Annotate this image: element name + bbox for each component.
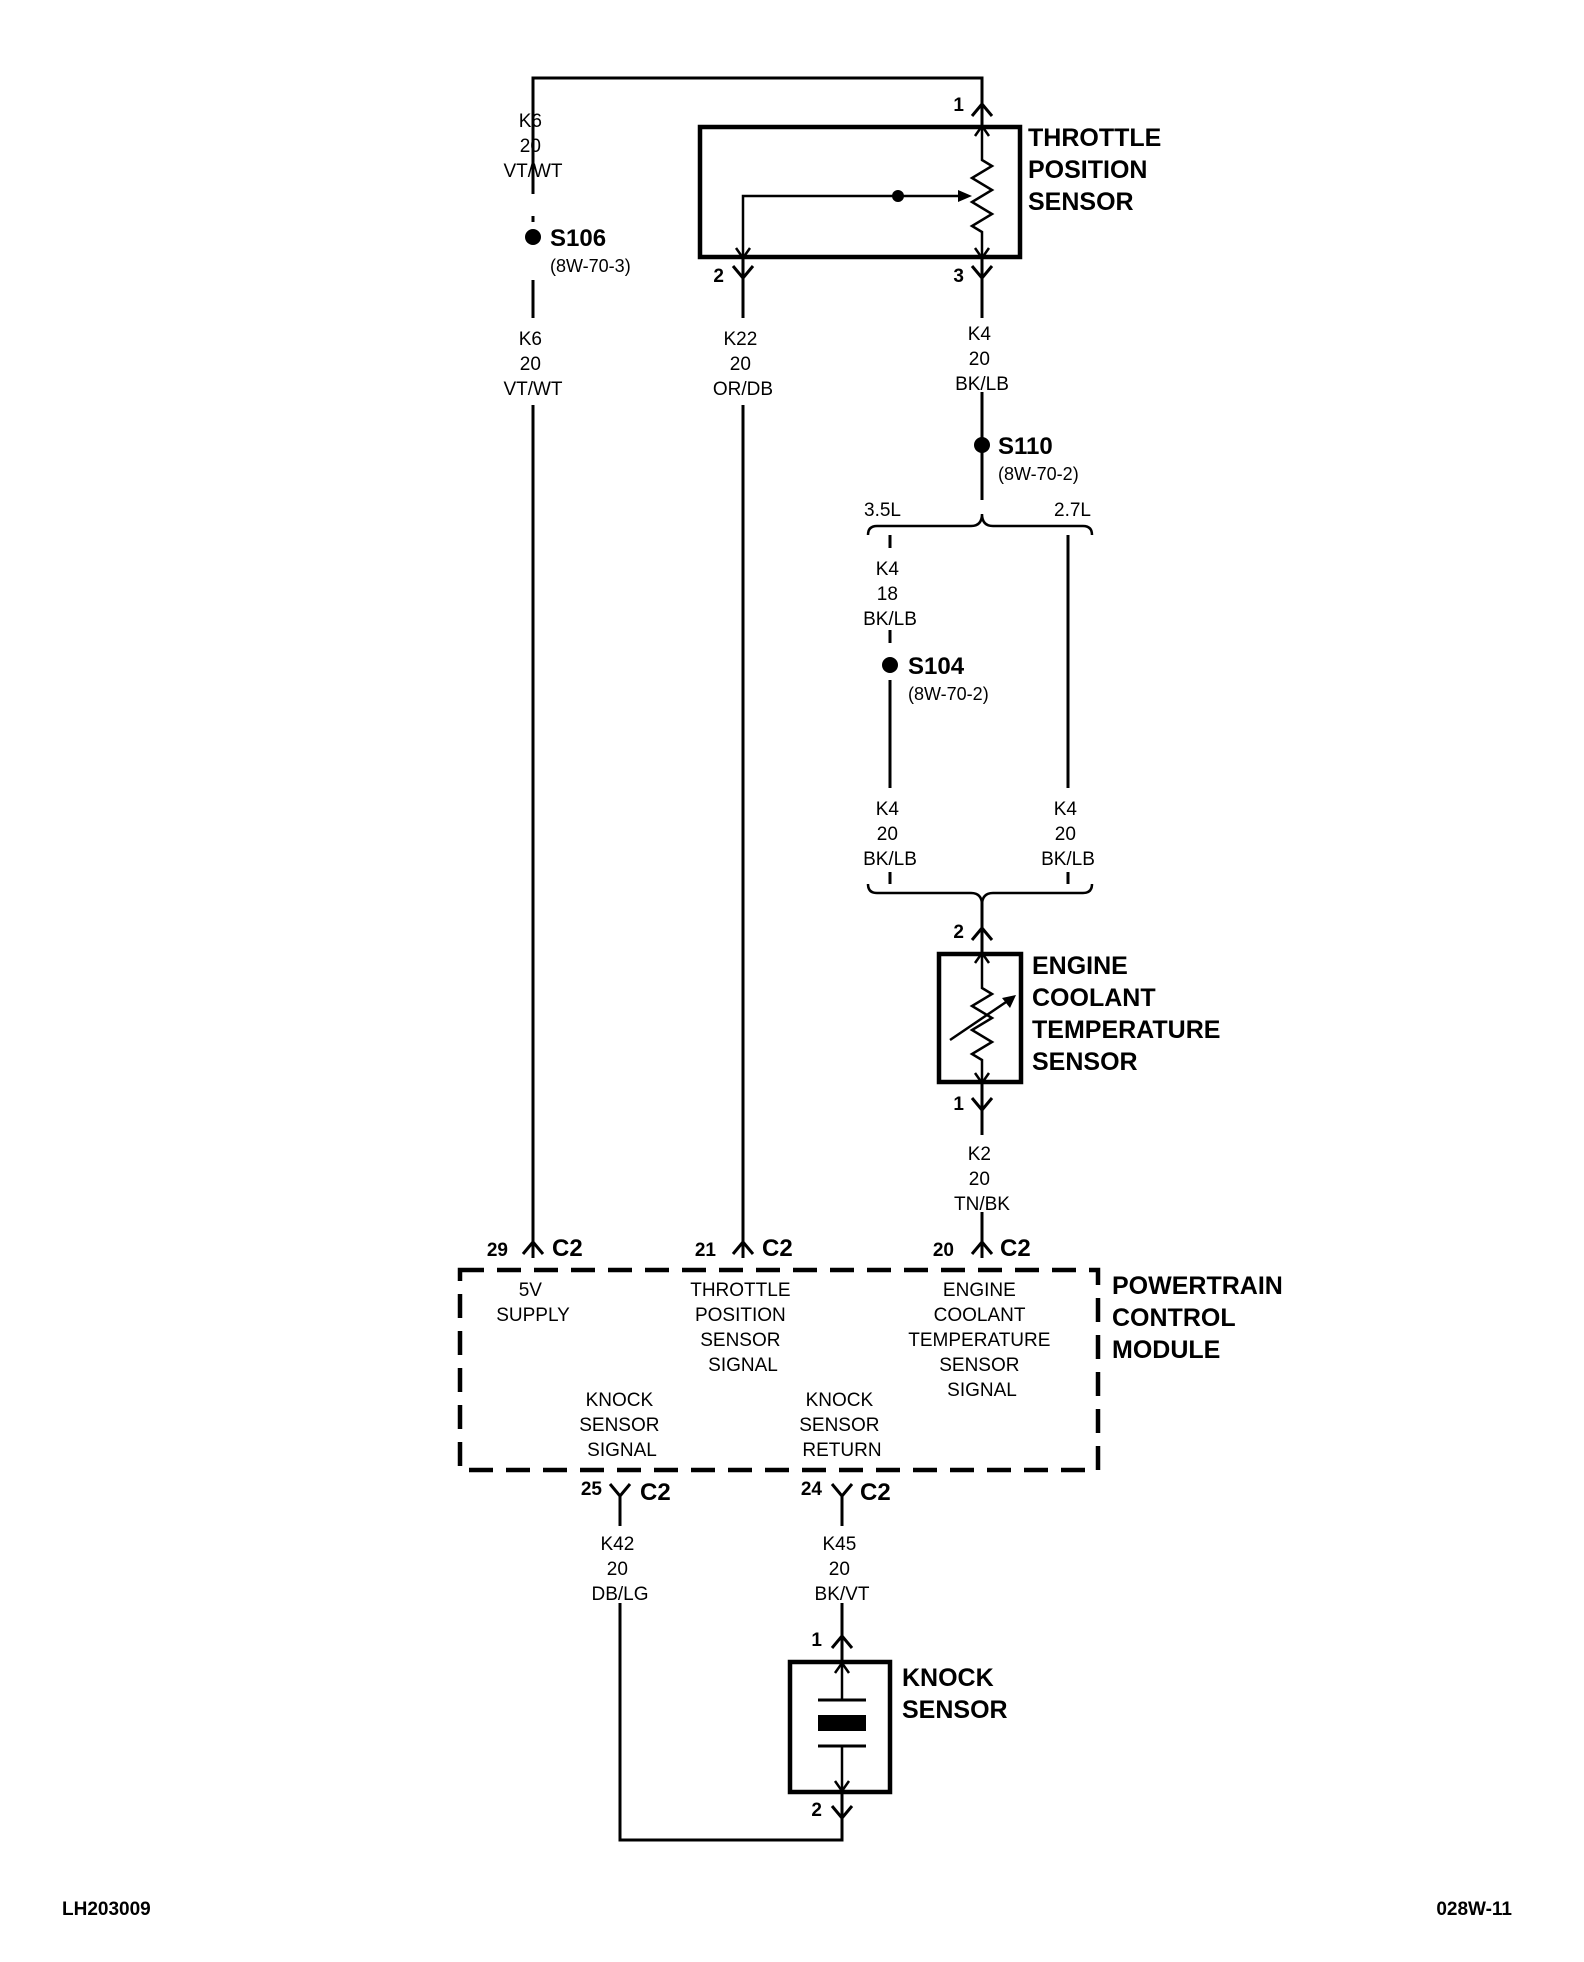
wire-label-k4-left: K4 20 BK/LB xyxy=(863,799,917,870)
ect-variable-arrowhead xyxy=(1002,995,1016,1008)
pcm-circuit-ect-signal: ENGINE COOLANT TEMPERATURE SENSOR SIGNAL xyxy=(908,1280,1055,1401)
tps-wiper-arrowhead xyxy=(958,190,972,202)
ect-pin-1-label: 1 xyxy=(953,1094,964,1115)
splice-s104-ref: (8W-70-2) xyxy=(908,684,989,704)
tps-resistor xyxy=(969,128,995,256)
splice-s106-dot xyxy=(525,229,541,245)
wire-k6-top-loop xyxy=(531,76,984,194)
splice-s110-dot xyxy=(974,437,990,453)
pcm-circuit-5v-supply: 5V SUPPLY xyxy=(496,1280,570,1326)
wire-label-k45: K45 20 BK/VT xyxy=(815,1534,870,1605)
powertrain-control-module xyxy=(457,1239,1101,1504)
tps-wiper-dot xyxy=(892,190,904,202)
ect-thermistor-arrow-top xyxy=(973,950,991,964)
ks-pin-2-label: 2 xyxy=(811,1800,822,1821)
pcm-pin-20-label: 20 xyxy=(933,1240,954,1261)
ect-variable-arrow-line xyxy=(949,996,1013,1042)
footer-left-code: LH203009 xyxy=(62,1899,151,1920)
ect-name: ENGINE COOLANT TEMPERATURE SENSOR xyxy=(1032,952,1227,1076)
splice-s110-name: S110 xyxy=(998,433,1053,460)
pcm-pin-25-terminal xyxy=(608,1483,632,1499)
throttle-position-sensor xyxy=(697,101,1023,281)
pcm-connector-20: C2 xyxy=(1000,1235,1031,1262)
tps-box xyxy=(697,124,1023,260)
pcm-circuit-tps-signal: THROTTLE POSITION SENSOR SIGNAL xyxy=(690,1280,796,1376)
ks-name: KNOCK SENSOR xyxy=(902,1664,1008,1724)
tps-pin-3-label: 3 xyxy=(953,266,964,287)
pcm-connector-24: C2 xyxy=(860,1479,891,1506)
splice-s104-dot xyxy=(882,657,898,673)
branch-label-35l: 3.5L xyxy=(864,500,901,521)
wire-label-k6-upper: K6 20 VT/WT xyxy=(503,111,562,182)
pcm-pin-29-label: 29 xyxy=(487,1240,508,1261)
ks-pin-1-label: 1 xyxy=(811,1630,822,1651)
splice-s106-ref: (8W-70-3) xyxy=(550,256,631,276)
pcm-pin-24-label: 24 xyxy=(801,1479,823,1500)
pcm-connector-25: C2 xyxy=(640,1479,671,1506)
footer-right-code: 028W-11 xyxy=(1436,1899,1512,1920)
wire-label-k42: K42 20 DB/LG xyxy=(591,1534,648,1605)
pcm-circuit-knock-signal: KNOCK SENSOR SIGNAL xyxy=(579,1390,665,1461)
wire-label-k2: K2 20 TN/BK xyxy=(954,1144,1010,1215)
tps-wiper xyxy=(741,194,968,256)
splice-s106-name: S106 xyxy=(550,225,606,252)
branch-brace-bottom xyxy=(866,883,1094,906)
splice-s110-ref: (8W-70-2) xyxy=(998,464,1079,484)
pcm-name: POWERTRAIN CONTROL MODULE xyxy=(1112,1272,1290,1364)
pcm-connector-21: C2 xyxy=(762,1235,793,1262)
wire-label-k4-35l: K4 18 BK/LB xyxy=(863,559,917,630)
ect-pin-2-label: 2 xyxy=(953,922,964,943)
splice-s104-name: S104 xyxy=(908,653,965,680)
ect-thermistor xyxy=(969,955,995,1081)
ks-box xyxy=(787,1659,893,1795)
tps-pin-1-label: 1 xyxy=(953,95,964,116)
tps-pin-2-label: 2 xyxy=(713,266,724,287)
pcm-circuit-knock-return: KNOCK SENSOR RETURN xyxy=(799,1390,885,1461)
pcm-box xyxy=(457,1267,1101,1473)
ks-arrow-bottom xyxy=(833,1780,851,1794)
wire-label-k4-top: K4 20 BK/LB xyxy=(955,324,1009,395)
ect-box xyxy=(936,951,1024,1085)
branch-label-27l: 2.7L xyxy=(1054,500,1091,521)
ks-arrow-top xyxy=(833,1660,851,1674)
wire-label-k6-lower: K6 20 VT/WT xyxy=(503,329,562,400)
pcm-connector-29: C2 xyxy=(552,1235,583,1262)
wire-label-k4-right: K4 20 BK/LB xyxy=(1041,799,1095,870)
pcm-pin-21-label: 21 xyxy=(695,1240,717,1261)
wire-k42-lower xyxy=(618,1603,844,1842)
wires xyxy=(531,76,1070,1842)
ks-crystal xyxy=(818,1715,866,1731)
engine-coolant-temperature-sensor xyxy=(936,925,1024,1113)
pcm-pin-24-terminal xyxy=(830,1483,854,1499)
wire-label-k22: K22 20 OR/DB xyxy=(713,329,773,400)
knock-sensor xyxy=(787,1633,893,1821)
tps-name: THROTTLE POSITION SENSOR xyxy=(1028,124,1168,216)
branch-brace-top xyxy=(866,513,1094,536)
pcm-pin-25-label: 25 xyxy=(581,1479,603,1500)
